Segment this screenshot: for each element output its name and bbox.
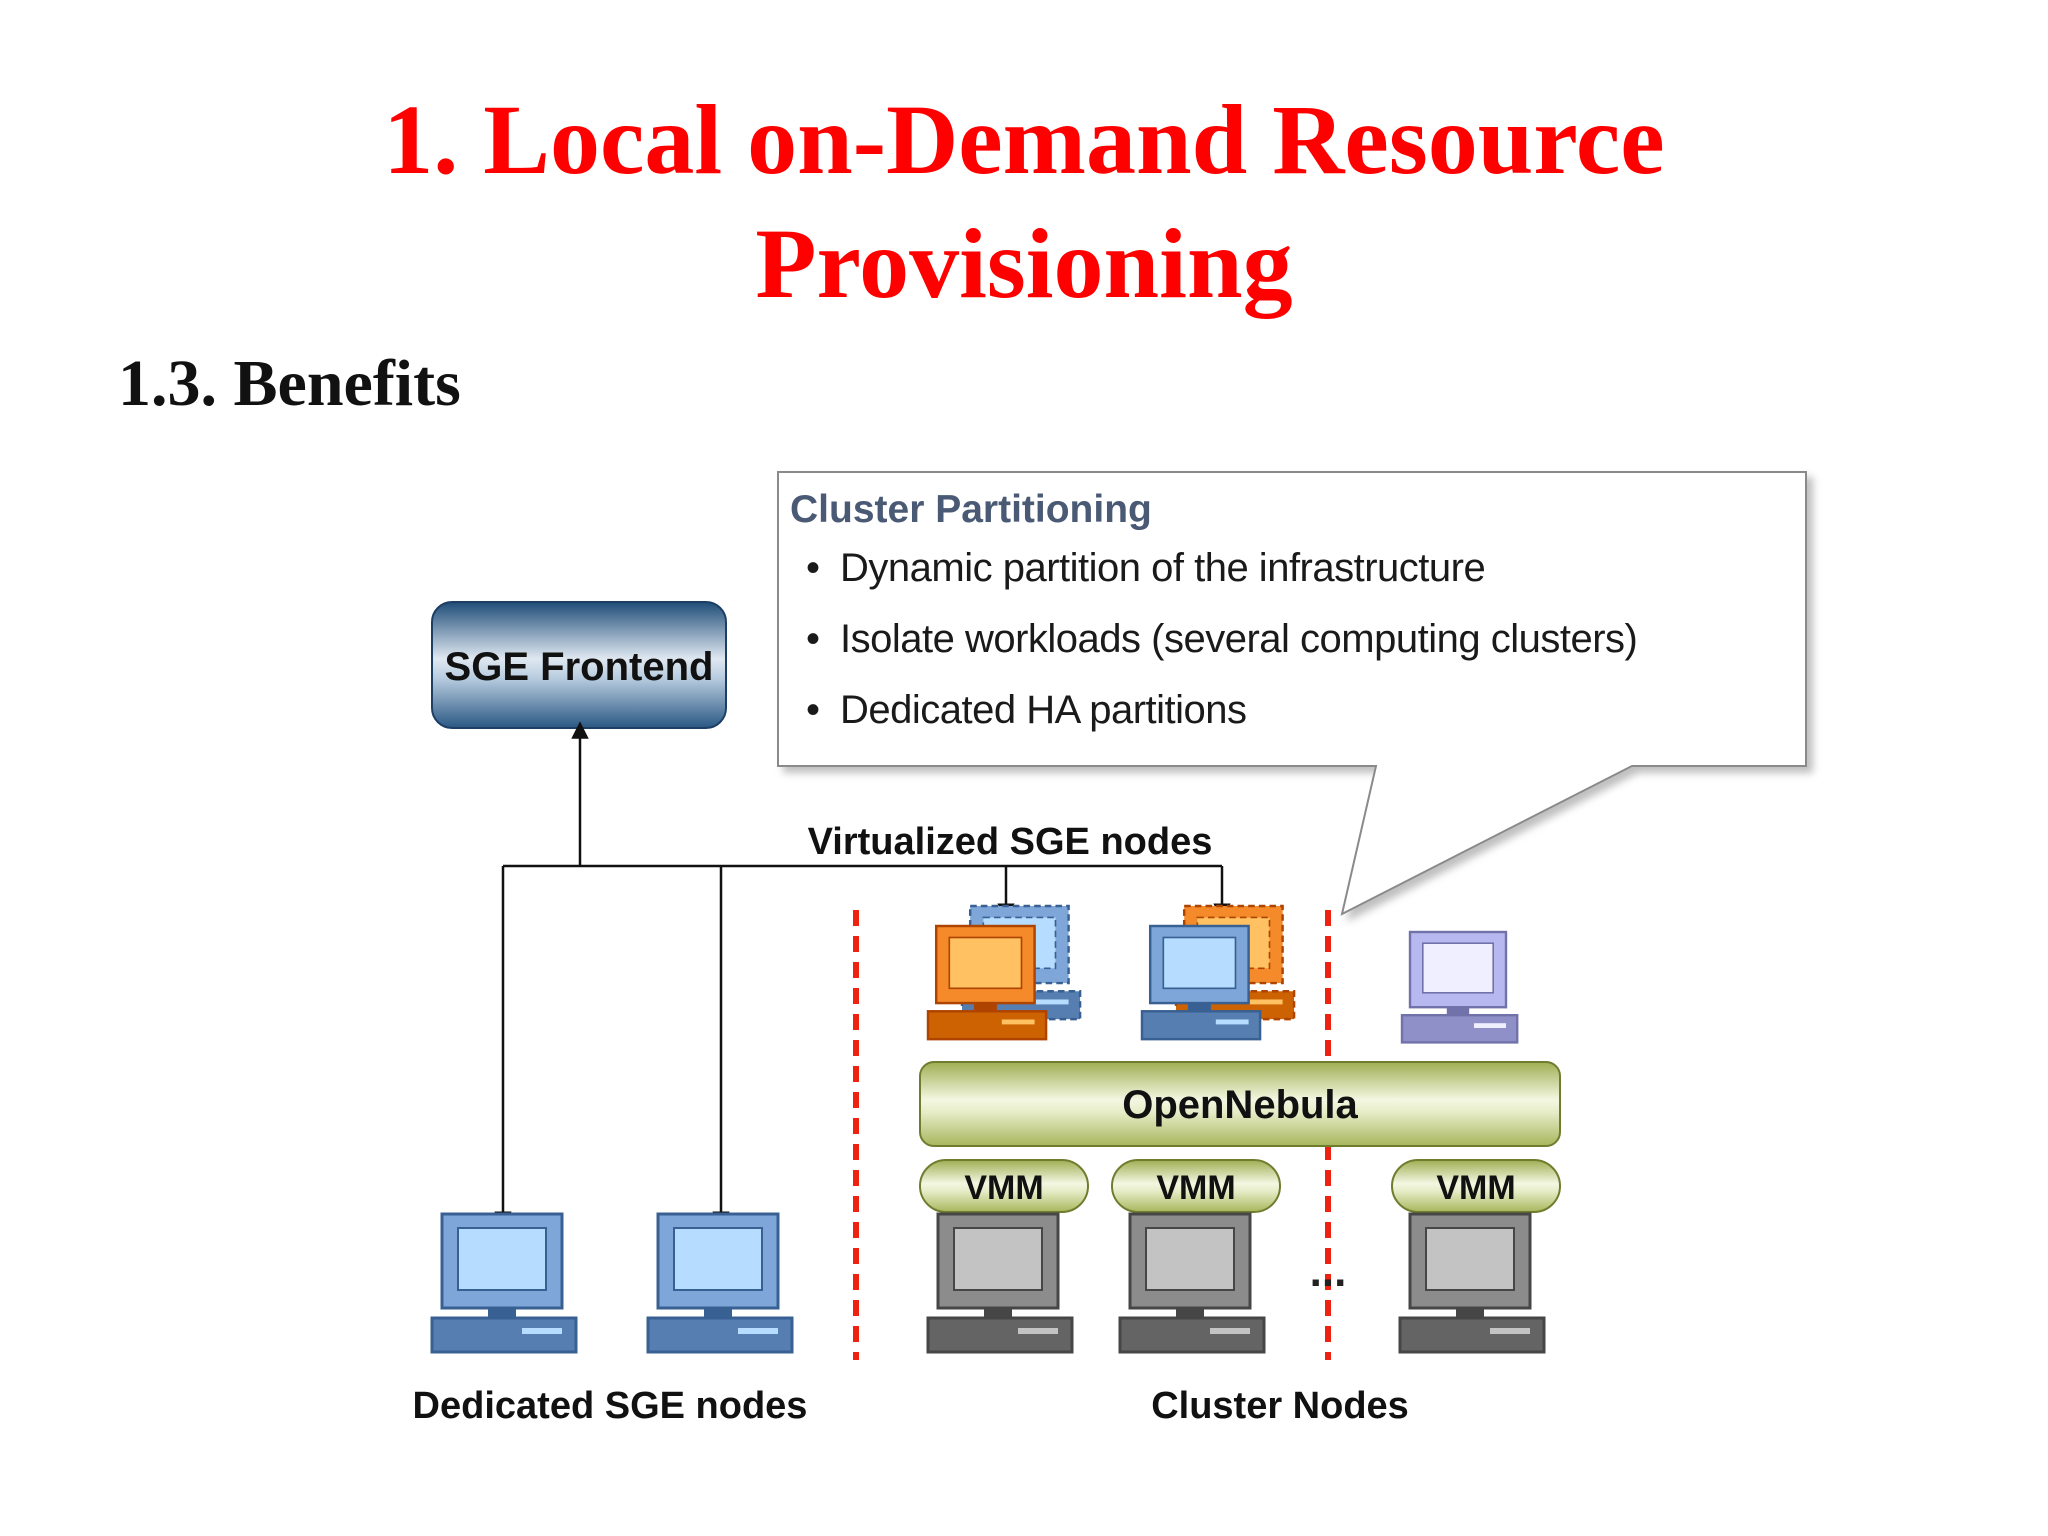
vmm-pill: VMM [1391, 1159, 1561, 1213]
callout-item-text: Dedicated HA partitions [840, 688, 1247, 732]
dedicated-computer-icon [430, 1212, 578, 1354]
opennebula-label: OpenNebula [1122, 1083, 1358, 1127]
callout-item-text: Isolate workloads (several computing clu… [840, 617, 1638, 661]
cluster-nodes-label: Cluster Nodes [1151, 1385, 1409, 1427]
virtualized-sge-nodes-label: Virtualized SGE nodes [808, 821, 1213, 863]
cluster-computer-icon [1118, 1212, 1266, 1354]
cluster-computer-icon [1400, 930, 1519, 1044]
bullet-icon: • [806, 546, 820, 590]
cluster-computer-icon [926, 1212, 1074, 1354]
slide-title: 1. Local on-Demand Resource Provisioning [0, 78, 2048, 326]
virtual-machine-icon [926, 924, 1048, 1041]
dedicated-computer-icon [646, 1212, 794, 1354]
bullet-icon: • [806, 688, 820, 732]
cluster-computer-icon [1398, 1212, 1546, 1354]
section-subtitle: 1.3. Benefits [118, 347, 461, 420]
callout-item: • Dedicated HA partitions [806, 688, 1770, 733]
connector-lines [494, 721, 1231, 1229]
vmm-pill: VMM [1111, 1159, 1281, 1213]
slide-title-line-2: Provisioning [755, 208, 1293, 319]
callout-item: • Dynamic partition of the infrastructure [806, 546, 1770, 591]
vmm-label: VMM [1436, 1169, 1515, 1207]
ellipsis-text: ... [1310, 1247, 1347, 1296]
virtual-machine-icon [1140, 924, 1262, 1041]
callout-list: • Dynamic partition of the infrastructure… [790, 546, 1770, 733]
callout-title: Cluster Partitioning [790, 488, 1152, 531]
sge-frontend-label: SGE Frontend [445, 645, 714, 689]
callout-bubble [777, 471, 1807, 916]
cluster-partitioning-callout: Cluster Partitioning • Dynamic partition … [790, 478, 1770, 759]
opennebula-bar [919, 1061, 1561, 1147]
slide-title-line-1: 1. Local on-Demand Resource [383, 84, 1665, 195]
dedicated-sge-nodes-label: Dedicated SGE nodes [413, 1385, 808, 1427]
vmm-label: VMM [1156, 1169, 1235, 1207]
callout-item-text: Dynamic partition of the infrastructure [840, 546, 1486, 590]
vmm-label: VMM [964, 1169, 1043, 1207]
computers-group [430, 904, 1546, 1354]
vmm-pill: VMM [919, 1159, 1089, 1213]
bullet-icon: • [806, 617, 820, 661]
callout-item: • Isolate workloads (several computing cl… [806, 617, 1770, 662]
